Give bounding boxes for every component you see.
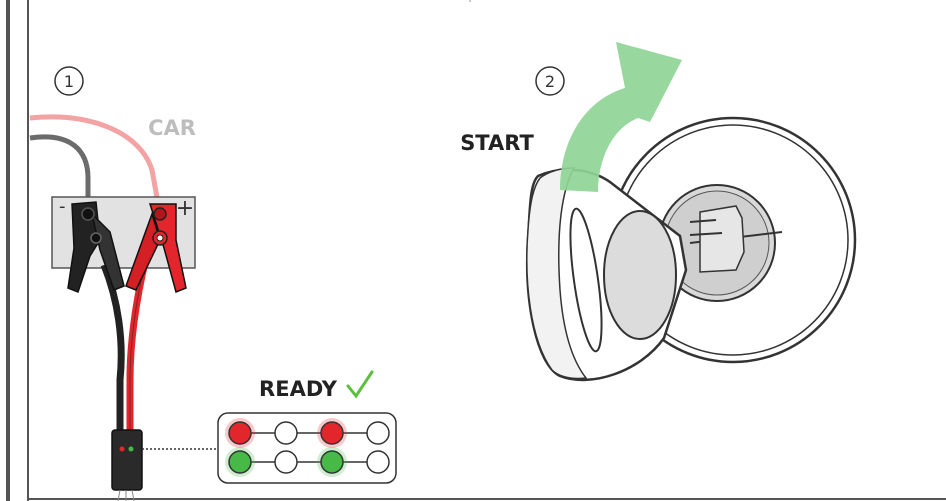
led-red	[320, 421, 344, 445]
car-key	[526, 167, 688, 382]
car-positive-wire	[29, 114, 161, 204]
step-1-number: 1	[64, 72, 74, 91]
red-clamp	[125, 203, 187, 294]
led-panel	[217, 412, 397, 484]
control-box	[111, 429, 143, 501]
led-off	[366, 450, 390, 474]
black-clamp	[67, 201, 125, 293]
frame	[6, 0, 946, 501]
ready-label: READY	[259, 377, 338, 401]
battery-minus-terminal: -	[59, 196, 66, 217]
check-icon	[346, 370, 374, 399]
led-green	[228, 450, 252, 474]
led-red	[228, 421, 252, 445]
led-off	[274, 450, 298, 474]
rotate-arrow	[560, 42, 682, 192]
step-1-badge: 1	[54, 66, 84, 96]
battery-plus-terminal: +	[176, 196, 194, 221]
car-label: CAR	[148, 116, 196, 140]
step-2-number: 2	[545, 72, 555, 91]
car-negative-wire	[29, 134, 91, 205]
led-off	[274, 421, 298, 445]
box-led-red	[119, 446, 125, 452]
start-label: START	[460, 131, 534, 155]
step-2-badge: 2	[535, 66, 565, 96]
led-off	[366, 421, 390, 445]
led-green	[320, 450, 344, 474]
box-led-green	[128, 446, 134, 452]
black-cable	[100, 263, 125, 432]
